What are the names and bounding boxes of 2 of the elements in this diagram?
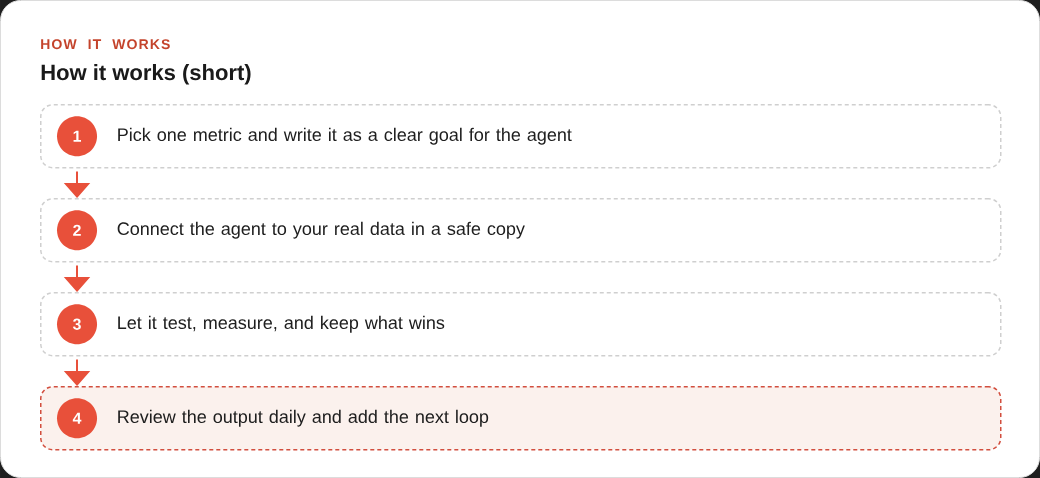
eyebrow-label: HOW IT WORKS [41, 39, 170, 50]
title: How it works (short) [41, 64, 251, 85]
